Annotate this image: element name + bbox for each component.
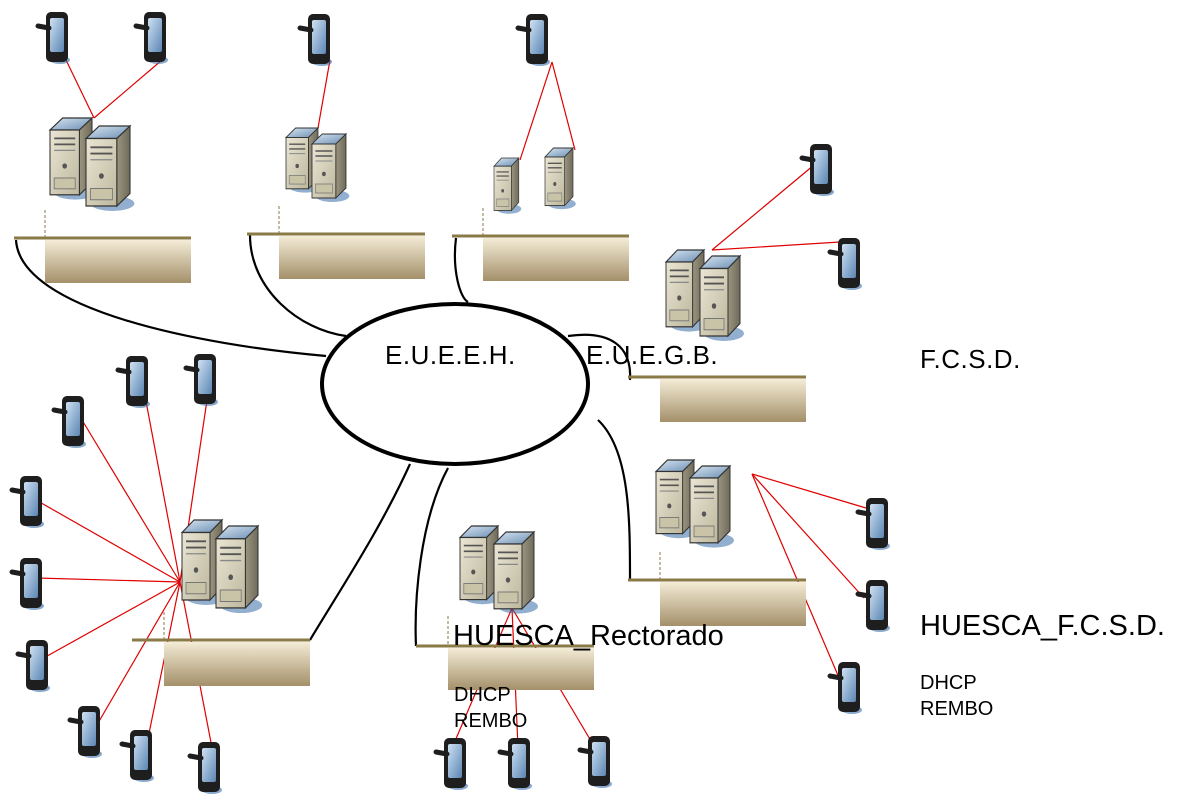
handheld-device-icon xyxy=(18,640,50,692)
handheld-device-icon xyxy=(54,396,86,448)
server-pair-icon xyxy=(285,127,351,203)
handheld-device-icon xyxy=(300,14,332,66)
handheld-device-icon xyxy=(858,498,890,550)
hub-ellipse xyxy=(320,302,590,466)
handheld-device-icon xyxy=(518,14,550,66)
handheld-device-icon xyxy=(190,742,222,794)
handheld-device-icon xyxy=(858,580,890,632)
handheld-device-icon xyxy=(136,12,168,64)
handheld-device-icon xyxy=(12,558,44,610)
handheld-device-icon xyxy=(12,476,44,528)
handheld-device-icon xyxy=(186,354,218,406)
fcsd-label: F.C.S.D. xyxy=(920,344,1021,374)
server-pair-icon xyxy=(181,519,264,614)
euegb-label: E.U.E.G.B. xyxy=(586,340,719,370)
huesca-fcsd-service-rembo: REMBO xyxy=(920,698,994,720)
server-pair-icon xyxy=(459,525,539,615)
rectorado-service-dhcp: DHCP xyxy=(454,684,511,706)
handheld-device-icon xyxy=(122,730,154,782)
server-pair-icon xyxy=(665,249,745,342)
handheld-device-icon xyxy=(580,736,612,788)
handheld-device-icon xyxy=(802,144,834,196)
server-pair-icon xyxy=(49,117,136,212)
handheld-device-icon xyxy=(830,238,862,290)
handheld-device-icon xyxy=(830,662,862,714)
hub-label: E.U.E.E.H. xyxy=(385,340,516,370)
huesca-fcsd-service-dhcp: DHCP xyxy=(920,672,977,694)
handheld-device-icon xyxy=(118,356,150,408)
handheld-device-icon xyxy=(70,706,102,758)
handheld-device-icon xyxy=(436,738,468,790)
server-pair-icon xyxy=(493,147,577,215)
handheld-device-icon xyxy=(38,12,70,64)
handheld-device-icon xyxy=(500,738,532,790)
rectorado-service-rembo: REMBO xyxy=(454,710,528,732)
rectorado-label: HUESCA_Rectorado xyxy=(453,620,724,652)
huesca-fcsd-label: HUESCA_F.C.S.D. xyxy=(920,610,1165,642)
backbone-cables xyxy=(14,234,632,647)
lan-segments xyxy=(14,206,806,690)
server-pair-icon xyxy=(655,459,735,549)
